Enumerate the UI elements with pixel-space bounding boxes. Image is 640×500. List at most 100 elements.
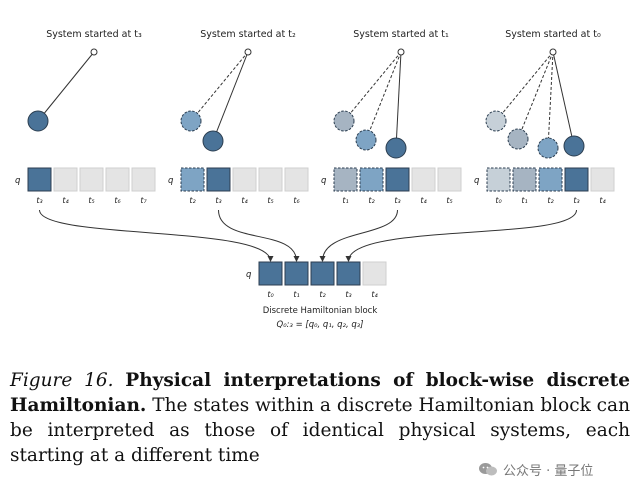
state-box [79, 167, 104, 192]
time-label: t₃ [36, 196, 42, 205]
state-box [385, 167, 410, 192]
q-label: q [168, 176, 174, 186]
block-formula: Q₀:₃ = [q₀, q₁, q₂, q₃] [277, 320, 364, 330]
pendulum-pivot [397, 48, 405, 56]
state-box [27, 167, 52, 192]
mapping-arrow [218, 209, 300, 262]
state-box [131, 167, 156, 192]
block-state-box [310, 261, 335, 286]
time-label: t₁ [342, 196, 348, 205]
pendulum-panel-2: System started at t₁ q t₁ t₂ t₃ t₄ t₅ [321, 29, 462, 205]
pendulum-bob [385, 137, 407, 159]
pendulum-panel-3: System started at t₀ q t₀ t₁ t₂ t₃ t₄ [474, 29, 615, 205]
block-time-label: t₂ [319, 290, 326, 299]
state-box [206, 167, 231, 192]
pendulum-bob [537, 137, 559, 159]
state-box [512, 167, 537, 192]
time-label: t₅ [446, 196, 452, 205]
pendulum-rod [212, 51, 249, 142]
pendulum-bob [180, 110, 202, 132]
q-label: q [15, 176, 21, 186]
pendulum-pivot [549, 48, 557, 56]
mapping-arrow [319, 209, 398, 262]
time-label: t₀ [495, 196, 502, 205]
state-box [333, 167, 358, 192]
block-state-box [336, 261, 361, 286]
pendulum-bob [485, 110, 507, 132]
q-label: q [321, 176, 327, 186]
state-box [564, 167, 589, 192]
state-box [258, 167, 283, 192]
time-label: t₄ [420, 196, 427, 205]
block-caption: Discrete Hamiltonian block [263, 306, 378, 316]
pendulum-rod [365, 51, 402, 141]
state-box [411, 167, 436, 192]
panel-title: System started at t₀ [505, 29, 601, 40]
state-box [232, 167, 257, 192]
figure-label: Figure 16. [10, 370, 114, 391]
time-label: t₄ [241, 196, 248, 205]
time-label: t₃ [215, 196, 221, 205]
mapping-arrow [39, 209, 274, 262]
time-label: t₆ [114, 196, 121, 205]
pendulum-bob [563, 135, 585, 157]
block-time-label: t₁ [293, 290, 299, 299]
time-label: t₄ [599, 196, 606, 205]
pendulum-panel-0: System started at t₃ q t₃ t₄ t₅ t₆ t₇ [15, 29, 156, 205]
pendulum-rod [552, 51, 575, 147]
pendulum-rod [395, 51, 402, 149]
time-label: t₃ [394, 196, 400, 205]
time-label: t₆ [293, 196, 300, 205]
q-label: q [246, 270, 252, 280]
wechat-icon [478, 462, 498, 477]
pendulum-pivot [244, 48, 252, 56]
block-time-label: t₄ [371, 290, 378, 299]
panel-title: System started at t₁ [353, 29, 449, 40]
time-label: t₂ [547, 196, 554, 205]
block-state-box [362, 261, 387, 286]
state-box [53, 167, 78, 192]
pendulum-rod [547, 51, 554, 149]
pendulum-bob [333, 110, 355, 132]
discrete-hamiltonian-block: q t₀ t₁ t₂ t₃ t₄ Discrete Hamiltonian blockQ₀:… [246, 261, 387, 330]
pendulum-bob [507, 128, 529, 150]
state-box [437, 167, 462, 192]
pendulum-bob [355, 129, 377, 151]
state-box [590, 167, 615, 192]
pendulum-panel-1: System started at t₂ q t₂ t₃ t₄ t₅ t₆ [168, 29, 309, 205]
state-box [284, 167, 309, 192]
time-label: t₅ [267, 196, 273, 205]
time-label: t₅ [88, 196, 94, 205]
pendulum-rod [190, 51, 249, 122]
pendulum-rod [343, 51, 402, 122]
panel-title: System started at t₂ [200, 29, 296, 40]
pendulum-rod [495, 51, 554, 122]
state-box [486, 167, 511, 192]
watermark-text: 公众号 · 量子位 [503, 464, 594, 479]
state-box [359, 167, 384, 192]
block-state-box [258, 261, 283, 286]
caption-body: The states within a discrete Hamiltonian… [10, 395, 630, 466]
state-mapping-arrows [39, 209, 577, 262]
time-label: t₃ [573, 196, 579, 205]
mapping-arrow [345, 209, 577, 262]
state-box [538, 167, 563, 192]
time-label: t₁ [521, 196, 527, 205]
pendulum-rod [517, 51, 554, 140]
time-label: t₂ [189, 196, 196, 205]
state-box [180, 167, 205, 192]
pendulum-pivot [90, 48, 98, 56]
time-label: t₇ [140, 196, 147, 205]
block-state-box [284, 261, 309, 286]
block-time-label: t₃ [345, 290, 351, 299]
panel-title: System started at t₃ [46, 29, 142, 40]
state-box [105, 167, 130, 192]
block-time-label: t₀ [267, 290, 274, 299]
q-label: q [474, 176, 480, 186]
figure-title: Physical interpretations of block-wise d… [10, 370, 630, 416]
watermark: 公众号 · 量子位 [478, 460, 593, 479]
time-label: t₂ [368, 196, 375, 205]
time-label: t₄ [62, 196, 69, 205]
pendulum-bob [202, 130, 224, 152]
